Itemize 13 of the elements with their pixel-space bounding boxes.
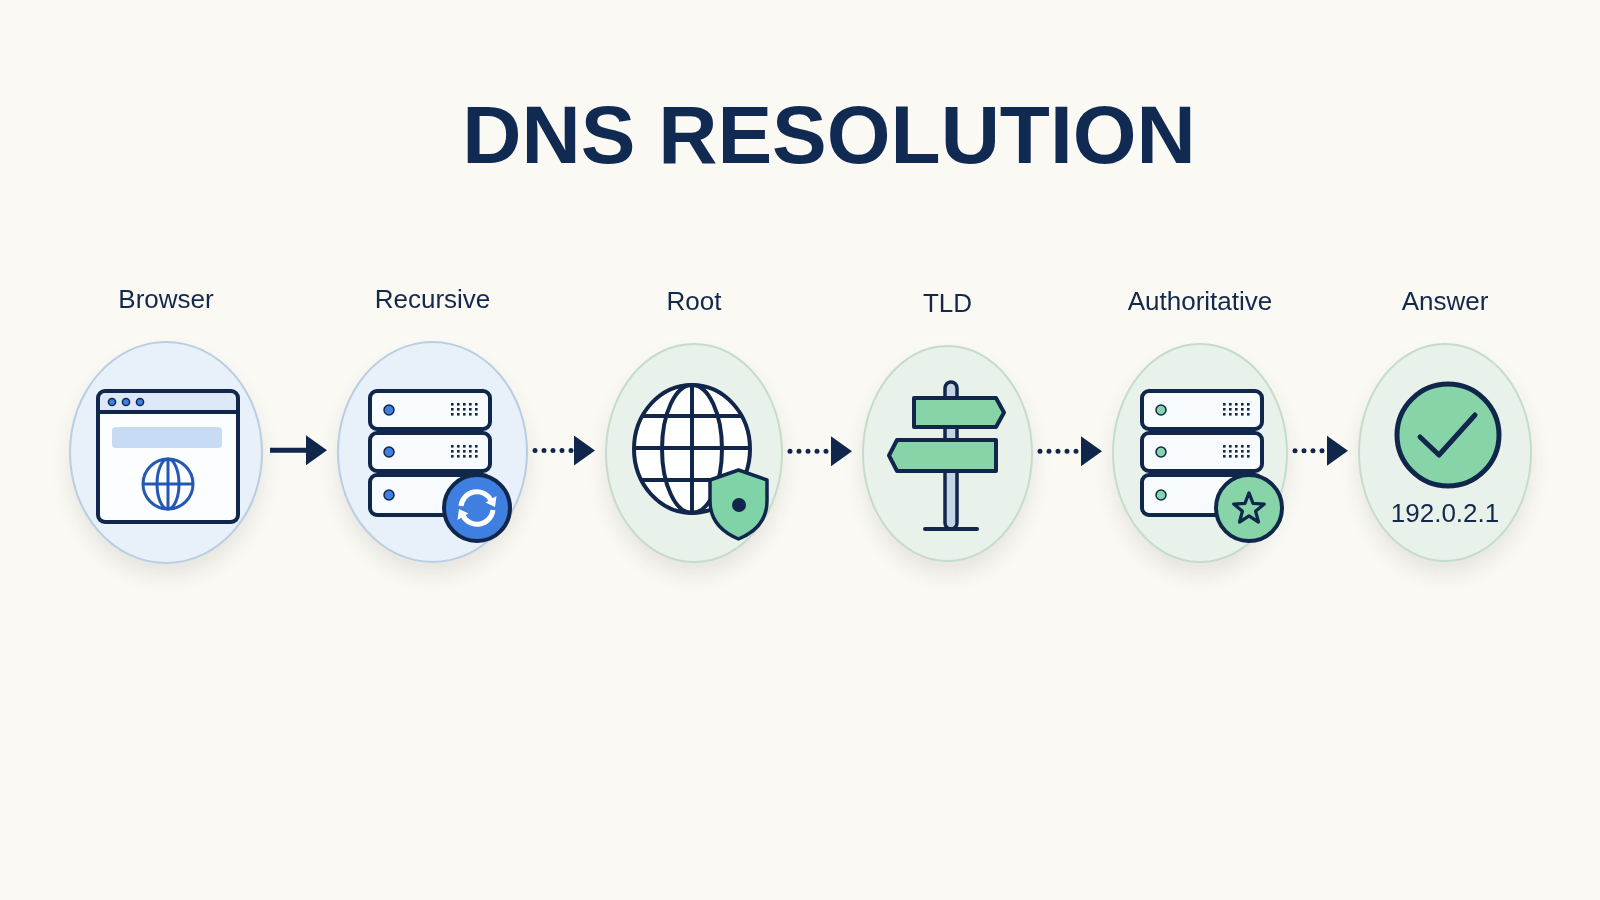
- arrow: [270, 435, 327, 466]
- node-label: Answer: [1401, 285, 1489, 318]
- ip-address-text: 192.0.2.1: [1390, 497, 1500, 530]
- node-label: Browser: [118, 283, 214, 316]
- dotted-arrow: [1292, 435, 1348, 466]
- dotted-arrow: [787, 436, 852, 467]
- dotted-arrow: [532, 435, 595, 466]
- node-label: TLD: [922, 287, 973, 320]
- node-label: Recursive: [374, 283, 491, 316]
- node-label: Root: [666, 285, 722, 318]
- node-label: Authoritative: [1127, 285, 1273, 318]
- diagram-title: DNS RESOLUTION: [462, 94, 1196, 176]
- dotted-arrow: [1037, 436, 1102, 467]
